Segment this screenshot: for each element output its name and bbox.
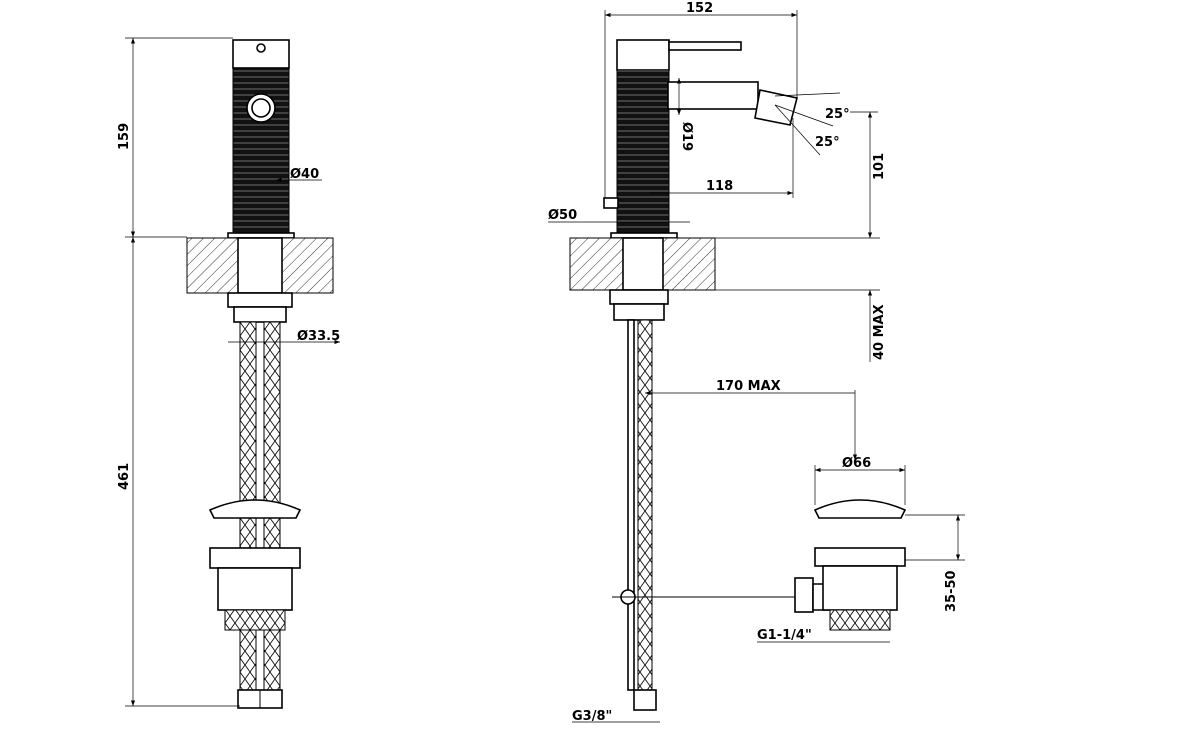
- hose-thread: G3/8": [572, 709, 612, 724]
- front-waste-body: [209, 547, 301, 569]
- side-nut: [609, 289, 669, 305]
- dim-35-50: 35-50: [944, 570, 959, 612]
- dim-159: 159: [117, 123, 132, 150]
- front-nut: [227, 292, 293, 308]
- dim-118: 118: [706, 179, 733, 194]
- side-waste-cap: [813, 499, 907, 519]
- waste-thread: G1-1/4": [757, 628, 812, 643]
- side-ribbed-body: [616, 69, 670, 236]
- side-view: 25° 25° 152 118 Ø19 Ø50 101: [548, 1, 965, 724]
- dim-40-max: 40 MAX: [872, 304, 887, 360]
- angle-down: 25°: [815, 135, 840, 150]
- front-cap-hole: [256, 43, 266, 53]
- front-waste-cap: [208, 499, 302, 519]
- side-lever: [668, 41, 742, 51]
- dim-101: 101: [872, 153, 887, 180]
- pop-up-rod-vertical: [627, 319, 635, 691]
- front-view: 159 461 Ø40 Ø33.5: [117, 37, 340, 709]
- dim-spout-diameter: Ø19: [679, 122, 694, 151]
- dim-170-max: 170 MAX: [716, 379, 781, 394]
- side-hose: [637, 319, 653, 691]
- dim-base-diameter: Ø50: [548, 208, 577, 223]
- side-handle: [616, 39, 670, 71]
- side-waste-body: [814, 547, 906, 567]
- dim-shank-diameter: Ø33.5: [297, 329, 340, 344]
- dim-body-diameter: Ø40: [290, 167, 319, 182]
- front-ribbed-body: [232, 67, 290, 236]
- side-spout: [667, 81, 759, 110]
- dim-waste-diameter: Ø66: [842, 456, 871, 471]
- dim-461: 461: [117, 463, 132, 490]
- angle-up: 25°: [825, 107, 850, 122]
- dim-152: 152: [686, 1, 713, 16]
